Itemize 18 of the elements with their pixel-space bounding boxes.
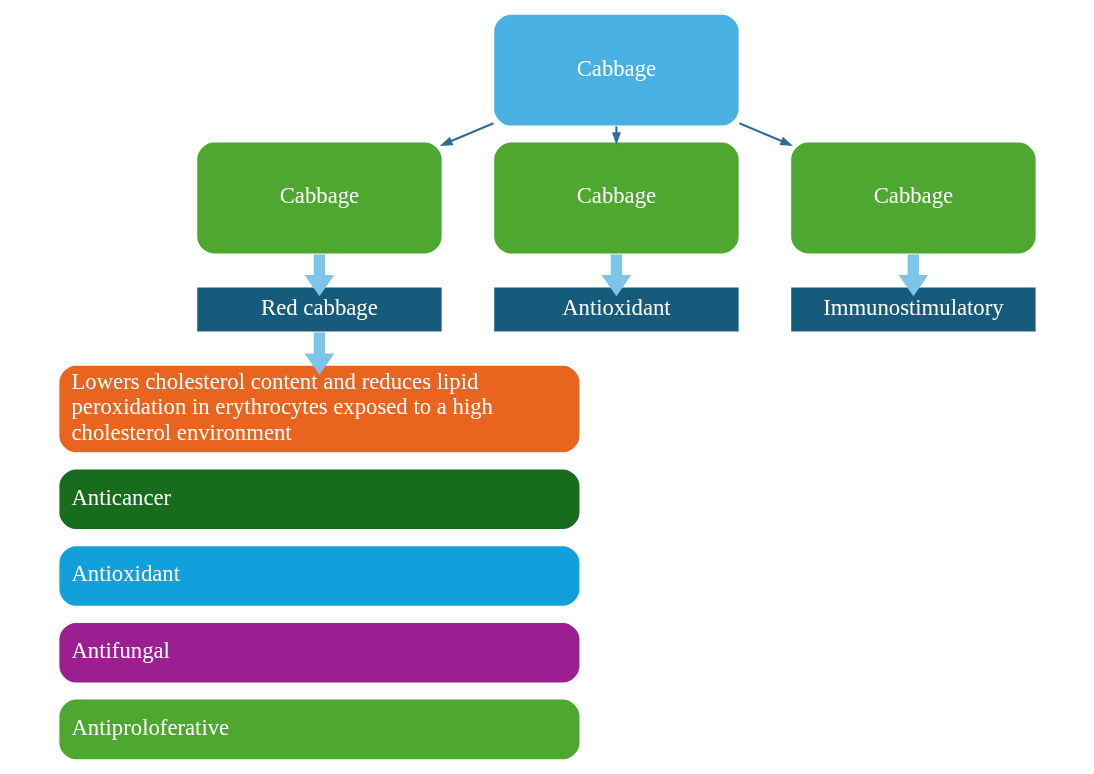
arrow [304,254,334,297]
arrow [738,122,793,146]
node-box: Red cabbage [195,286,443,333]
node-box: Cabbage [492,141,740,255]
arrow [439,122,494,146]
node-box: Immunostimulatory [789,286,1037,333]
node-box: Antiproloferative [57,698,581,761]
node-box: Cabbage [492,13,740,127]
arrow [601,254,631,297]
node-box: Antioxidant [492,286,740,333]
node-box: Lowers cholesterol content and reduces lipid peroxidation in erythrocytes exposed to a high cholesterol environment [57,364,581,454]
node-box: Antifungal [57,621,581,684]
node-box: Antioxidant [57,544,581,608]
node-box: Cabbage [195,141,443,255]
arrow [304,332,334,375]
arrow [898,254,928,297]
node-box: Cabbage [789,141,1037,255]
node-box: Anticancer [57,468,581,531]
